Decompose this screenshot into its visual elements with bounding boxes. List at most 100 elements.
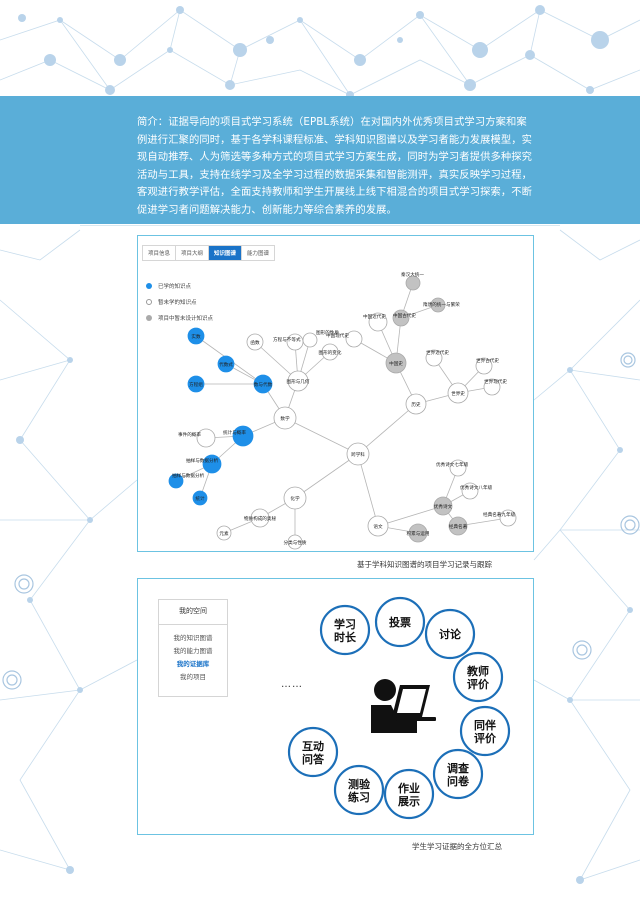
graph-node[interactable]: 化学 — [283, 486, 307, 510]
intro-text: 简介：证据导向的项目式学习系统（EPBL系统）在对国内外优秀项目式学习方案和案例… — [137, 116, 533, 216]
graph-node[interactable]: 跨学科 — [346, 442, 370, 466]
graph-node-label: 方程组 — [189, 381, 203, 388]
legend-item: 已学的知识点 — [146, 278, 213, 294]
graph-node[interactable]: 优秀诗文七年级 — [436, 459, 469, 477]
graph-node[interactable]: 图形的变化 — [319, 343, 342, 361]
graph-node-label: 函数 — [250, 339, 260, 346]
graph-node-label: 统计与概率 — [223, 429, 246, 436]
evidence-label: 调查 — [447, 761, 469, 775]
evidence-label: 展示 — [397, 795, 420, 808]
graph-node-label: 中国古代史 — [393, 312, 416, 319]
evidence-label: 作业 — [398, 781, 420, 795]
graph-node[interactable]: 中国史 — [385, 352, 407, 374]
graph-node[interactable]: 元素 — [216, 525, 232, 541]
graph-node-label: 中国现代史 — [326, 332, 349, 339]
evidence-label: 练习 — [348, 790, 370, 804]
graph-edge — [357, 453, 379, 527]
tab-1[interactable]: 项目信息 — [143, 246, 177, 260]
graph-node[interactable]: 世界古代史 — [475, 357, 499, 375]
my-space-item[interactable]: 我的项目 — [180, 673, 206, 681]
graph-node[interactable]: 函数 — [246, 333, 264, 351]
evidence-label: 教师 — [466, 664, 489, 678]
graph-node[interactable]: 数学 — [273, 406, 297, 430]
graph-node-label: 世界现代史 — [484, 378, 507, 385]
evidence-label: 评价 — [467, 678, 490, 691]
graph-node[interactable]: 实数 — [187, 327, 205, 345]
legend-label: 暂未学的知识点 — [158, 300, 197, 306]
graph-node[interactable]: 经典名著 — [448, 516, 468, 536]
evidence-label: 时长 — [334, 630, 357, 644]
ellipsis-dots: …… — [281, 679, 303, 690]
graph-node-label: 数与代数 — [254, 381, 273, 388]
graph-edge — [377, 505, 444, 527]
graph-node[interactable]: 中国古代史 — [392, 309, 416, 327]
graph-node[interactable]: 秦汉大统一 — [401, 271, 424, 291]
graph-node[interactable]: 统计与概率 — [223, 425, 254, 447]
graph-node[interactable]: 世界史 — [447, 382, 469, 404]
graph-node-label: 世界古代史 — [476, 357, 499, 364]
graph-node[interactable]: 历史 — [405, 393, 427, 415]
graph-node[interactable]: 图形的性质 — [302, 329, 339, 348]
graph-node[interactable]: 抽样与数据分析 — [186, 454, 222, 474]
graph-node[interactable]: 抽样与数据分析 — [168, 472, 205, 489]
graph-node[interactable]: 中国近代史 — [363, 312, 388, 332]
graph-node-label: 优秀诗文 — [434, 503, 453, 510]
graph-node-label: 数学 — [280, 415, 290, 422]
tab-2[interactable]: 项目大纲 — [176, 246, 210, 260]
graph-node[interactable]: 分类与性质 — [284, 534, 307, 550]
graph-node[interactable]: 经典名著九年级 — [483, 509, 517, 527]
graph-node[interactable]: 世界近代史 — [425, 349, 449, 367]
graph-node[interactable]: 物质构成的奥秘 — [244, 508, 277, 528]
my-space-title: 我的空间 — [159, 600, 227, 625]
legend-item: 项目中暂未设计知识点 — [146, 310, 213, 326]
graph-node[interactable]: 事件的概率 — [178, 428, 216, 448]
graph-node-label: 语文 — [373, 523, 383, 530]
graph-node[interactable]: 方程与不等式 — [273, 333, 304, 351]
graph-node-label: 图形的性质 — [316, 329, 339, 336]
graph-node-label: 历史 — [411, 401, 421, 408]
graph-node[interactable]: 语文 — [367, 515, 389, 537]
graph-node[interactable]: 数与代数 — [253, 374, 273, 394]
graph-node-label: 分类与性质 — [284, 539, 307, 546]
graph-node[interactable]: 世界现代史 — [483, 378, 507, 396]
my-space-item[interactable]: 我的证据库 — [176, 660, 210, 668]
graph-node[interactable]: 方程组 — [187, 375, 205, 393]
evidence-label: 讨论 — [439, 627, 462, 641]
graph-node-label: 隋唐的统一与繁荣 — [423, 301, 460, 308]
graph-node[interactable]: 隋唐的统一与繁荣 — [423, 297, 460, 313]
graph-legend: 已学的知识点暂未学的知识点项目中暂未设计知识点 — [146, 278, 213, 326]
evidence-circle: 讨论 — [424, 608, 476, 660]
graph-node-label: 事件的概率 — [178, 431, 201, 438]
graph-node-label: 优秀诗文八年级 — [460, 484, 493, 491]
graph-node[interactable]: 代数式 — [217, 355, 235, 373]
graph-edge — [357, 403, 417, 455]
graph-node-label: 方程与不等式 — [273, 336, 301, 343]
graph-node-label: 物质构成的奥秘 — [244, 515, 277, 522]
graph-node[interactable]: 优秀诗文 — [433, 496, 453, 516]
graph-node-label: 化学 — [290, 495, 300, 502]
graph-node-label: 中国史 — [389, 360, 403, 367]
graph-node-label: 经典名著九年级 — [483, 511, 516, 518]
evidence-label: 评价 — [474, 732, 497, 745]
intro-divider — [80, 225, 560, 226]
graph-node[interactable]: 图形与几何 — [287, 370, 310, 392]
my-space-item[interactable]: 我的知识图谱 — [173, 634, 213, 642]
legend-label: 项目中暂未设计知识点 — [158, 316, 214, 322]
evidence-label: 测验 — [348, 777, 371, 791]
tab-3[interactable]: 知识图谱 — [209, 246, 243, 260]
graph-node[interactable]: 中国现代史 — [326, 330, 363, 348]
project-tabs: 项目信息项目大纲知识图谱能力图谱 — [142, 245, 276, 261]
my-space-item[interactable]: 我的能力图谱 — [173, 647, 213, 655]
tab-4[interactable]: 能力图谱 — [242, 246, 275, 260]
graph-node[interactable]: 优秀诗文八年级 — [460, 482, 493, 500]
graph-node[interactable]: 统计 — [192, 490, 208, 506]
graph-node[interactable]: 积累与运用 — [407, 523, 430, 543]
graph-node-label: 世界史 — [451, 390, 465, 397]
